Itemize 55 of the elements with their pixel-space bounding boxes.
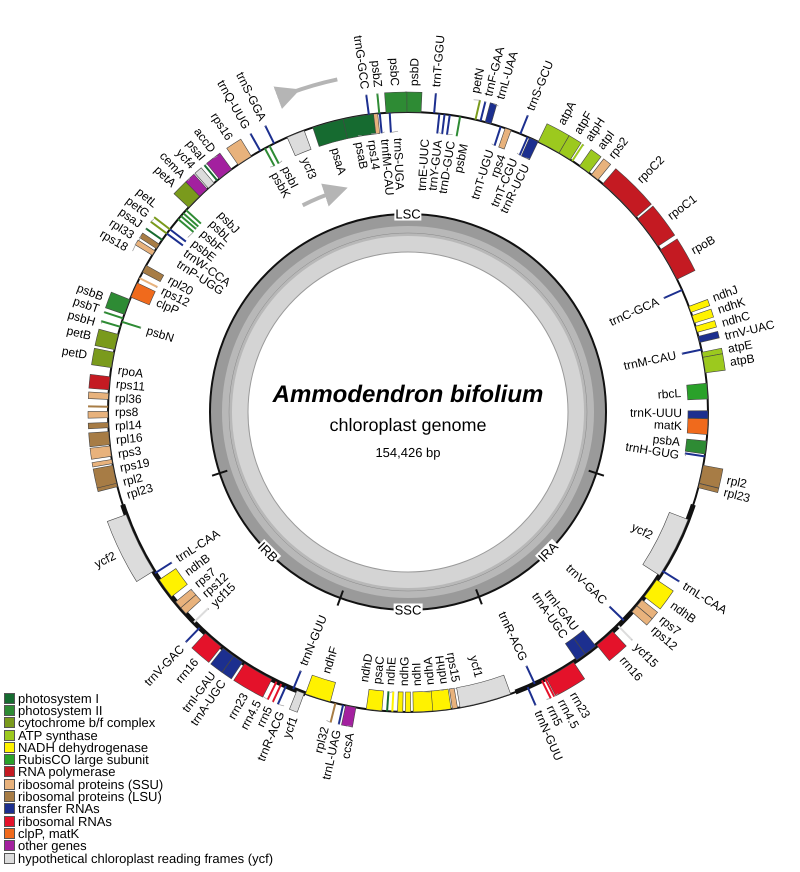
gene-label: rpoB <box>688 234 717 257</box>
gene-label: trnT-GGU <box>430 34 447 88</box>
genome-type: chloroplast genome <box>329 414 487 436</box>
gene-label: psbN <box>144 324 176 344</box>
legend-text: clpP, matK <box>18 826 80 840</box>
region-label: SSC <box>394 604 422 616</box>
gene-label: ycf2 <box>92 550 118 570</box>
gene-label: rpl2 <box>726 474 748 490</box>
gene-label: ccsA <box>340 732 356 760</box>
region-label: LSC <box>394 208 422 220</box>
legend-text: ribosomal proteins (SSU) <box>18 778 164 791</box>
gene-label: atpE <box>726 338 754 355</box>
gene-label: rpl36 <box>115 392 142 406</box>
gene-label: ndhF <box>320 645 340 676</box>
species-title: Ammodendron bifolium <box>272 380 544 410</box>
gene-label: rps14 <box>366 140 382 171</box>
gene-label: rps8 <box>115 406 138 418</box>
gene-label: ndhG <box>398 656 410 686</box>
gene-label: matK <box>653 418 682 432</box>
legend-text: cytochrome b/f complex <box>18 716 156 730</box>
legend-text: transfer RNAs <box>18 802 100 816</box>
legend-text: ATP synthase <box>18 728 98 742</box>
gene-label: rbcL <box>658 386 682 400</box>
gene-label: trnS-UGA <box>392 138 406 190</box>
gene-label: psbC <box>388 58 402 86</box>
genome-size: 154,426 bp <box>375 444 441 461</box>
gene-label: ycf2 <box>630 521 655 542</box>
gene-label: trnG-GCC <box>351 34 371 90</box>
legend-text: RNA polymerase <box>18 765 116 778</box>
legend-text: other genes <box>18 839 87 852</box>
legend-text: photosystem I <box>18 692 99 705</box>
gene-label: ndhI <box>410 662 423 686</box>
gene-label: rpoA <box>117 364 144 380</box>
gene-label: petN <box>469 66 486 94</box>
gene-label: ndhA <box>422 656 436 686</box>
gene-label: atpB <box>729 352 756 368</box>
gene-label: trnM-CAU <box>622 349 678 372</box>
gene-label: psaA <box>328 146 348 176</box>
gene-label: trnK-UUU <box>630 407 682 420</box>
gene-label: ycf1 <box>467 654 485 678</box>
legend-text: ribosomal RNAs <box>18 814 112 828</box>
gene-label: rpl16 <box>116 432 144 446</box>
gene-label: ycf3 <box>300 156 320 181</box>
gene-label: petB <box>66 324 92 342</box>
legend-text: RubisCO large subunit <box>18 753 149 766</box>
gene-label: rpl14 <box>115 418 142 432</box>
legend-text: ribosomal proteins (LSU) <box>18 790 162 804</box>
gene-label: ndhE <box>384 657 398 686</box>
gene-label: psbD <box>408 58 420 86</box>
gene-label: rps11 <box>116 378 146 393</box>
gene-label: psbZ <box>369 60 384 88</box>
gene-label: petD <box>60 345 88 362</box>
legend-text: hypothetical chloroplast reading frames (ycf) <box>18 852 274 865</box>
gene-label: rps3 <box>117 444 142 460</box>
gene-label: atpA <box>556 100 578 127</box>
